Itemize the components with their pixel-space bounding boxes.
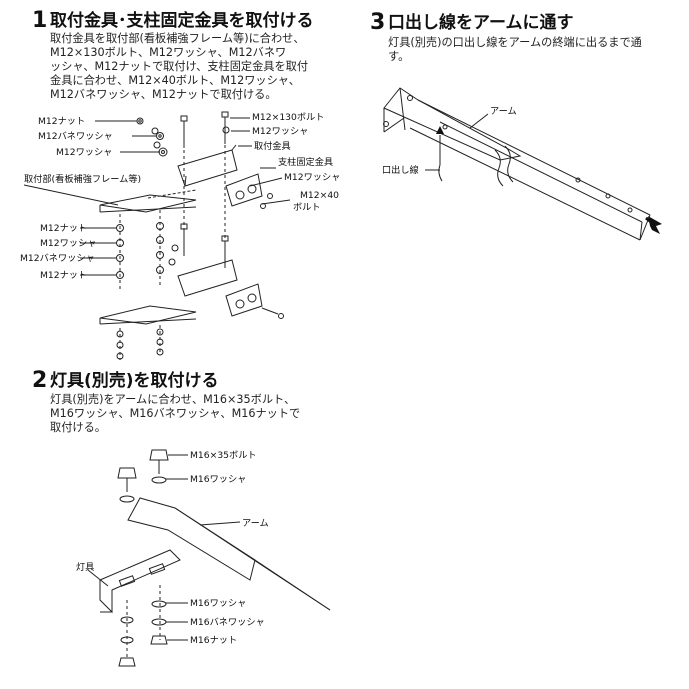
label-m16-spring-washer: M16バネワッシャ — [190, 617, 265, 628]
step3-number: 3 — [370, 10, 386, 35]
step1-instructions: 取付金具を取付部(看板補強フレーム等)に合わせ、 M12×130ボルト、M12ワ… — [50, 32, 308, 102]
step1-title: 取付金具･支柱固定金具を取付ける — [50, 11, 314, 31]
label-bracket: 取付金具 — [254, 141, 291, 152]
step2-instructions: 灯具(別売)をアームに合わせ、M16×35ボルト、 M16ワッシャ、M16バネワ… — [50, 393, 300, 435]
step3-line: 灯具(別売)の口出し線をアームの終端に出るまで通 — [388, 36, 642, 49]
step1-line: 取付金具を取付部(看板補強フレーム等)に合わせ、 — [50, 32, 305, 45]
step1-line: ッシャ、M12ナットで取付け、支柱固定金具を取付 — [50, 60, 309, 73]
label-arm-step3: アーム — [490, 106, 517, 117]
label-m12x40-bolt-suffix: ボルト — [293, 202, 321, 213]
step2-title: 灯具(別売)を取付ける — [50, 371, 219, 391]
label-arm: アーム — [242, 518, 269, 529]
label-m12-nut: M12ナット — [38, 116, 86, 127]
label-m12-washer-right2: M12ワッシャ — [284, 172, 341, 183]
step3-line: す。 — [388, 50, 410, 63]
step3-instructions: 灯具(別売)の口出し線をアームの終端に出るまで通 す。 — [388, 36, 642, 64]
step3-title: 口出し線をアームに通す — [388, 13, 574, 33]
step2-line: M16ワッシャ、M16バネワッシャ、M16ナットで — [50, 407, 301, 420]
label-m16x35-bolt: M16×35ボルト — [190, 450, 257, 461]
step1-line: M12×130ボルト、M12ワッシャ、M12バネワ — [50, 46, 287, 59]
label-mount-frame: 取付部(看板補強フレーム等) — [24, 174, 142, 185]
label-m12x130-bolt: M12×130ボルト — [252, 112, 325, 123]
label-m12-washer-right: M12ワッシャ — [252, 126, 309, 137]
label-m16-washer-top: M16ワッシャ — [190, 474, 247, 485]
label-m12-nut-low: M12ナット — [40, 270, 88, 281]
label-m12-spring-washer: M12バネワッシャ — [38, 131, 113, 142]
label-m16-washer-low: M16ワッシャ — [190, 598, 247, 609]
step1-number: 1 — [32, 8, 48, 33]
label-m12-washer-mid: M12ワッシャ — [40, 238, 97, 249]
label-m12x40-bolt: M12×40 — [300, 190, 340, 201]
label-post-bracket: 支柱固定金具 — [278, 157, 334, 168]
step1-line: M12バネワッシャ、M12ナットで取付ける。 — [50, 88, 277, 101]
label-lead-wire: 口出し線 — [382, 165, 419, 176]
step2-number: 2 — [32, 368, 48, 393]
label-m12-spring-washer-mid: M12バネワッシャ — [20, 253, 95, 264]
label-m16-nut: M16ナット — [190, 635, 238, 646]
label-m12-washer: M12ワッシャ — [56, 147, 113, 158]
step2-line: 取付ける。 — [50, 421, 106, 434]
step1-line: 金具に合わせ、M12×40ボルト、M12ワッシャ、 — [50, 74, 300, 87]
label-m12-nut-mid: M12ナット — [40, 223, 88, 234]
label-lamp: 灯具 — [76, 562, 95, 573]
step2-line: 灯具(別売)をアームに合わせ、M16×35ボルト、 — [50, 393, 296, 406]
